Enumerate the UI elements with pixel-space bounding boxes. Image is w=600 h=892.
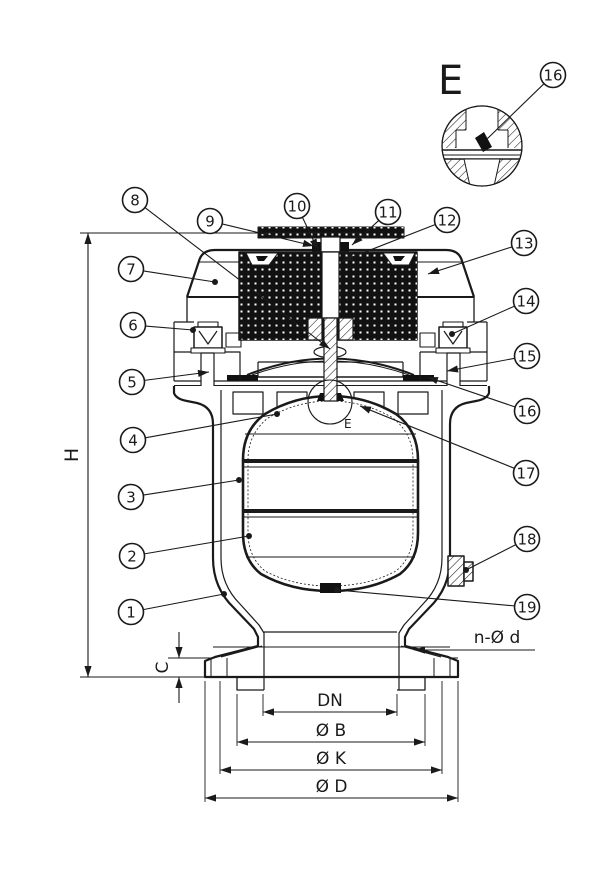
dimensions-layer: DN Ø B Ø K Ø D H Cn-Ø d — [61, 232, 535, 802]
leader-dot — [449, 331, 455, 337]
callout-circle — [512, 287, 540, 315]
callout-circle — [117, 598, 145, 626]
callout-circle — [283, 192, 311, 220]
leader-dot — [274, 411, 280, 417]
callout-9: 9 — [196, 207, 315, 247]
callout-circle — [119, 426, 147, 454]
dimension-DN: DN — [263, 691, 397, 716]
callout-circle — [196, 207, 224, 235]
callout-number: 7 — [126, 260, 136, 278]
leader-dot — [236, 477, 242, 483]
callout-number: 12 — [437, 211, 456, 229]
callout-number: 6 — [128, 316, 138, 334]
callout-circle — [539, 61, 567, 89]
callout-circle — [512, 459, 540, 487]
callout-number: 10 — [287, 197, 306, 215]
dimension-label: C — [153, 662, 173, 674]
leader-dot — [334, 587, 340, 593]
dimension-C: C — [153, 632, 183, 703]
callout-number: 11 — [378, 203, 397, 221]
callout-number: 18 — [517, 530, 536, 548]
leader-dot — [246, 533, 252, 539]
section-marker-label: E — [344, 417, 352, 431]
callout-circle — [118, 542, 146, 570]
callout-number: 19 — [517, 598, 536, 616]
float — [241, 393, 420, 593]
dimension-label: Ø D — [316, 777, 348, 797]
callout-number: 3 — [126, 488, 136, 506]
callout-2: 2 — [118, 533, 252, 570]
callout-number: 8 — [130, 191, 140, 209]
callout-circle — [118, 368, 146, 396]
callout-number: 17 — [516, 464, 535, 482]
detail-view-label: E — [438, 58, 463, 104]
callout-3: 3 — [117, 477, 242, 511]
callout-7: 7 — [117, 255, 218, 285]
detail-section — [442, 106, 522, 186]
callout-number: 2 — [127, 547, 137, 565]
bolt-hole-note: n-Ø d — [414, 628, 535, 654]
callout-16: 16 — [426, 376, 541, 425]
detail-callout-16: 16 — [486, 61, 567, 140]
callout-number: 16 — [517, 402, 536, 420]
callout-6: 6 — [119, 311, 196, 339]
callout-circle — [513, 593, 541, 621]
callout-11: 11 — [351, 198, 402, 246]
callout-circle — [119, 311, 147, 339]
callout-19: 19 — [334, 587, 541, 621]
leader-dot — [190, 327, 196, 333]
callout-number: 4 — [128, 431, 138, 449]
callout-15: 15 — [446, 342, 541, 373]
callout-14: 14 — [449, 287, 540, 337]
detail-pin — [475, 132, 492, 152]
callout-12: 12 — [341, 206, 461, 262]
callout-10: 10 — [283, 192, 319, 251]
callout-number: 13 — [514, 234, 533, 252]
callout-circle — [510, 229, 538, 257]
callout-1: 1 — [117, 591, 227, 626]
dimension-Ø B: Ø B — [237, 721, 425, 746]
main-view: E — [172, 226, 491, 691]
callout-circle — [117, 483, 145, 511]
dimension-label: H — [61, 448, 83, 462]
callout-number: 1 — [126, 603, 136, 621]
dimension-Ø D: Ø D — [205, 777, 458, 802]
callout-circle — [433, 206, 461, 234]
dimension-label: Ø B — [316, 721, 346, 741]
callout-13: 13 — [427, 229, 538, 275]
leader-dot — [221, 591, 227, 597]
leader-dot — [212, 279, 218, 285]
callout-circle — [513, 525, 541, 553]
dimension-H: H — [61, 233, 92, 677]
callout-circle — [513, 342, 541, 370]
callout-number: 9 — [205, 212, 215, 230]
section-e-marker: E — [307, 379, 353, 431]
callout-18: 18 — [463, 525, 541, 573]
callout-circle — [513, 397, 541, 425]
callout-number: 14 — [516, 292, 535, 310]
callout-17: 17 — [359, 405, 540, 487]
callout-number: 15 — [517, 347, 536, 365]
callout-5: 5 — [118, 368, 210, 396]
callout-4: 4 — [119, 411, 280, 454]
callout-number: 16 — [543, 66, 562, 84]
side-boss — [447, 555, 474, 587]
bonnet-flange — [173, 321, 488, 381]
callout-circle — [117, 255, 145, 283]
callout-circle — [121, 186, 149, 214]
leader-dot — [463, 567, 469, 573]
dimension-label: Ø K — [316, 749, 347, 769]
callout-circle — [374, 198, 402, 226]
dimension-Ø K: Ø K — [220, 749, 442, 774]
stem — [323, 317, 338, 402]
screen — [238, 251, 418, 341]
bolt-hole-note-label: n-Ø d — [474, 628, 520, 648]
callout-8: 8 — [121, 186, 331, 350]
callout-number: 5 — [127, 373, 137, 391]
dimension-label: DN — [317, 691, 343, 711]
detail-view-e: E — [438, 58, 523, 187]
